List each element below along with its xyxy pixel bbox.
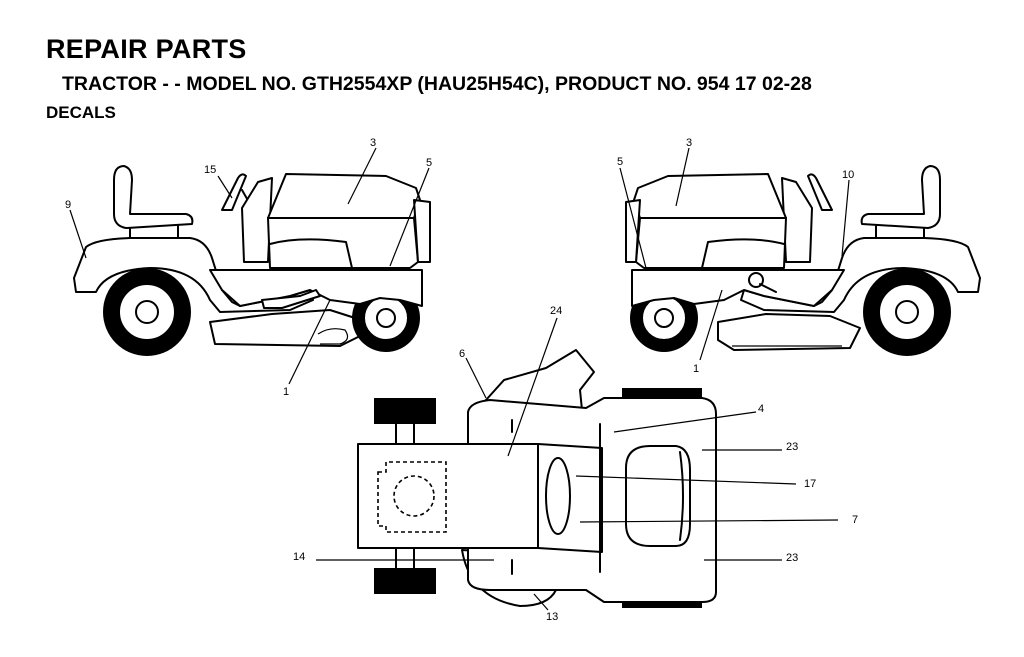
callout-left-1: 1	[283, 386, 289, 398]
callout-top-7: 7	[852, 514, 858, 526]
callout-right-1: 1	[693, 363, 699, 375]
callout-top-4: 4	[758, 403, 764, 415]
page-subtitle: TRACTOR - - MODEL NO. GTH2554XP (HAU25H5…	[62, 73, 812, 95]
callout-left-9: 9	[65, 199, 71, 211]
section-label: DECALS	[46, 103, 116, 122]
callout-left-15: 15	[204, 164, 216, 176]
callout-top-14: 14	[293, 551, 305, 563]
callout-left-3: 3	[370, 137, 376, 149]
page-title: REPAIR PARTS	[46, 34, 247, 64]
tractor-left-side-view	[73, 165, 431, 356]
callout-labels: 9 15 3 5 1 5 3 10 1 24 6 4 23 17 7 14 23…	[65, 137, 858, 623]
callout-top-6: 6	[459, 348, 465, 360]
callout-top-13: 13	[546, 611, 558, 623]
callout-right-3: 3	[686, 137, 692, 149]
callout-top-23-lower: 23	[786, 552, 798, 564]
callout-left-5: 5	[426, 157, 432, 169]
callout-top-17: 17	[804, 478, 816, 490]
leader-lines	[69, 147, 850, 611]
tractor-right-side-view	[625, 165, 981, 356]
callout-right-10: 10	[842, 169, 854, 181]
callout-top-23-upper: 23	[786, 441, 798, 453]
callout-top-24: 24	[550, 305, 562, 317]
callout-right-5: 5	[617, 156, 623, 168]
